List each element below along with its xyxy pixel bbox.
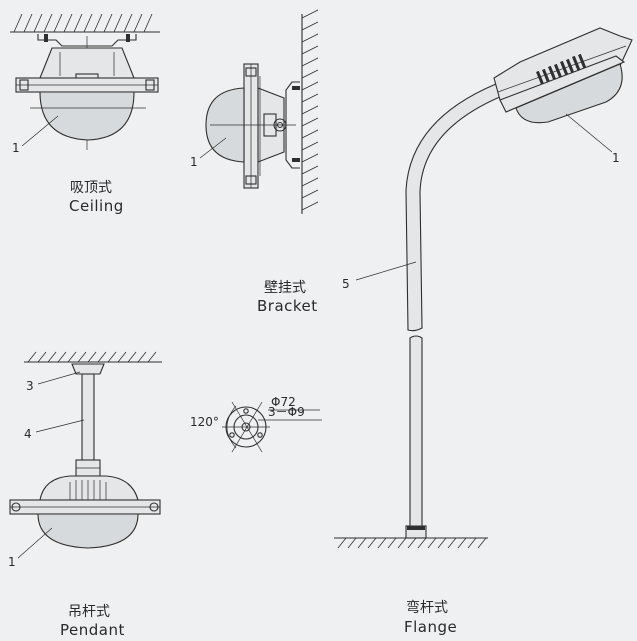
wall-hatch xyxy=(301,9,319,211)
pendant-rod xyxy=(81,373,95,463)
flange-angle: 120° xyxy=(190,415,219,429)
ceiling-label-zh: 吸顶式 xyxy=(70,180,112,196)
pendant-label-en: Pendant xyxy=(60,621,125,639)
flange-part-1: 1 xyxy=(612,151,620,165)
flange-label-zh: 弯杆式 xyxy=(406,599,448,616)
bracket-view: 1 壁挂式 Bracket xyxy=(190,9,319,315)
flange-part-5: 5 xyxy=(342,277,350,291)
flange-holes: 3－Φ9 xyxy=(268,405,305,419)
bracket-label-en: Bracket xyxy=(257,297,318,315)
flange-plate-detail: 120° Φ72 3－Φ9 xyxy=(190,395,322,453)
ceiling-view: 1 吸顶式 Ceiling xyxy=(10,13,160,215)
flange-curved-pole xyxy=(405,83,503,332)
flange-lower-pole xyxy=(409,335,423,527)
ceiling-part-1: 1 xyxy=(12,141,20,155)
flange-label-en: Flange xyxy=(404,618,457,636)
pendant-view: 3 4 1 吊杆式 Pendant xyxy=(8,351,162,639)
pendant-part-3: 3 xyxy=(26,379,34,393)
ceiling-label-en: Ceiling xyxy=(69,197,124,215)
pendant-part-1: 1 xyxy=(8,555,16,569)
flange-diameter: Φ72 xyxy=(271,395,296,409)
pendant-ceiling-hatch xyxy=(27,351,157,363)
bracket-part-1: 1 xyxy=(190,155,198,169)
flange-view: 1 5 弯杆式 Flange xyxy=(334,27,633,636)
pendant-label-zh: 吊杆式 xyxy=(68,604,110,620)
bracket-label-zh: 壁挂式 xyxy=(264,280,306,296)
ceiling-hatch xyxy=(13,13,153,33)
flange-luminaire xyxy=(493,27,633,124)
pendant-canopy xyxy=(71,363,105,375)
pendant-part-4: 4 xyxy=(24,427,32,441)
ground-hatch xyxy=(337,537,487,549)
